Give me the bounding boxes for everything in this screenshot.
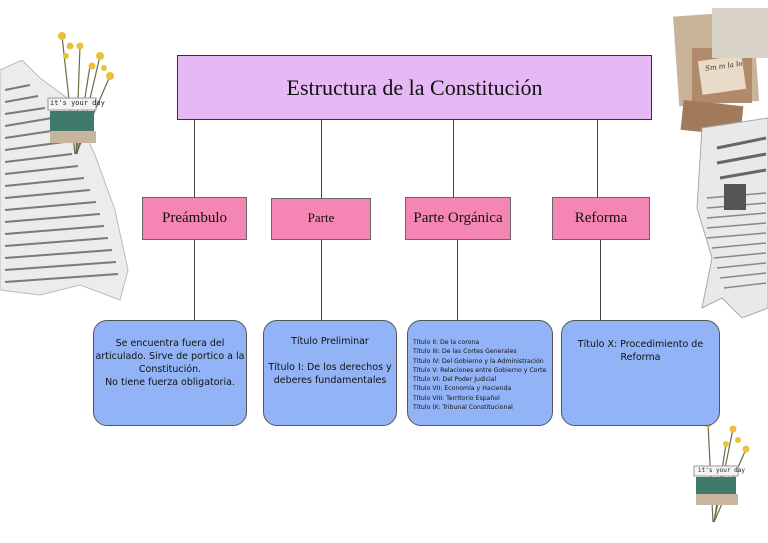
- card-text-line: deberes fundamentales: [273, 375, 387, 386]
- card-text-line: Se encuentra fuera del: [115, 338, 225, 349]
- connector-line: [321, 240, 322, 320]
- card-text-line: Reforma: [620, 352, 661, 363]
- card-organica: Título II: De la corona Título III: De l…: [407, 320, 553, 426]
- card-text-line: Título VI: Del Poder Judicial: [413, 376, 497, 384]
- card-text-line: Constitución.: [138, 364, 202, 375]
- section-parte: Parte: [271, 198, 371, 240]
- newspaper-collage-right: [673, 8, 768, 318]
- card-text-line: Título V: Relaciones entre Gobierno y Co…: [413, 366, 547, 374]
- section-parte-label: Parte: [307, 210, 335, 225]
- card-text-line: articulado. Sirve de portico a la: [95, 351, 245, 362]
- connector-line: [600, 240, 601, 320]
- card-text-line: No tiene fuerza obligatoria.: [105, 377, 235, 388]
- newspaper-scrap-left: [0, 60, 129, 301]
- card-text-line: Título Preliminar: [291, 336, 369, 347]
- tag-label-bottom: it's your day: [698, 467, 745, 474]
- card-reforma: Título X: Procedimiento de Reforma: [561, 320, 720, 426]
- card-text-line: Título X: Procedimiento de: [577, 339, 704, 350]
- tag-label: it's your day: [50, 99, 105, 107]
- section-organica: Parte Orgánica: [405, 197, 511, 240]
- card-text-line: Título II: De la corona: [413, 339, 480, 346]
- card-text-line: Título IX: Tribunal Constitucional: [413, 404, 513, 412]
- card-text-line: Título IV: Del Gobierno y la Administrac…: [413, 357, 544, 365]
- connector-line: [457, 240, 458, 320]
- flower-bouquet-icon: [47, 32, 114, 155]
- connector-line: [194, 240, 195, 320]
- flower-bouquet-icon-bottom: [693, 420, 750, 523]
- diagram-title: Estructura de la Constitución: [177, 55, 652, 120]
- card-text-line: Título VIII: Territorio Español: [413, 394, 500, 402]
- card-preambulo: Se encuentra fuera del articulado. Sirve…: [93, 320, 247, 426]
- card-text-line: Título I: De los derechos y: [268, 362, 392, 373]
- card-text-line: Título III: De las Cortes Generales: [413, 348, 517, 356]
- connector-line: [453, 120, 454, 197]
- section-preambulo: Preámbulo: [142, 197, 247, 240]
- connector-line: [194, 120, 195, 197]
- section-reforma: Reforma: [552, 197, 650, 240]
- card-text-line: Título VII: Economía y Hacienda: [413, 385, 512, 393]
- connector-line: [597, 120, 598, 197]
- connector-line: [321, 120, 322, 198]
- card-parte: Título Preliminar Título I: De los derec…: [263, 320, 397, 426]
